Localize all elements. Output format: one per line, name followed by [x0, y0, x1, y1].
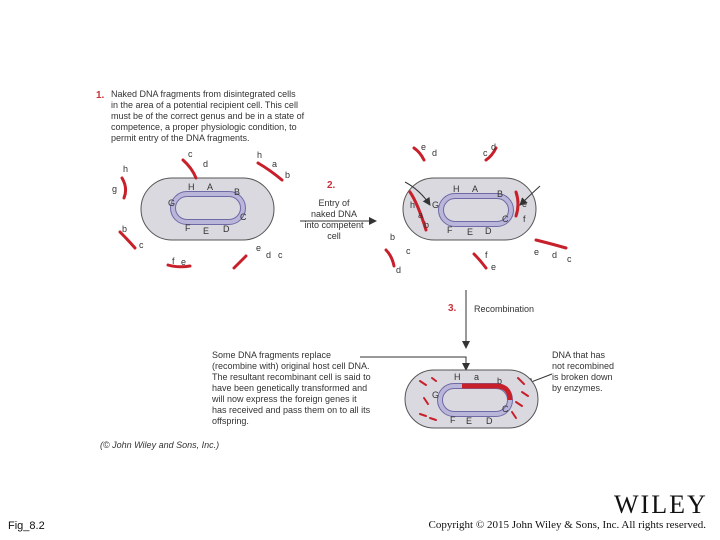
svg-text:e: e	[491, 262, 496, 272]
svg-text:h: h	[123, 164, 128, 174]
step-2-number: 2.	[327, 180, 336, 191]
replace-callout-line	[360, 356, 470, 371]
recipient-cell-1: H A B G C F E D	[140, 177, 275, 241]
image-credit: (© John Wiley and Sons, Inc.)	[100, 440, 220, 450]
svg-text:e: e	[421, 142, 426, 152]
svg-text:a: a	[418, 210, 423, 220]
svg-text:b: b	[424, 220, 429, 230]
svg-text:d: d	[203, 159, 208, 169]
svg-text:f: f	[172, 256, 175, 266]
svg-text:d: d	[396, 265, 401, 275]
svg-text:D: D	[486, 416, 493, 426]
enzyme-note: DNA that has not recombined is broken do…	[552, 350, 615, 393]
svg-text:d: d	[491, 142, 496, 152]
svg-text:H: H	[454, 372, 461, 382]
svg-text:G: G	[432, 390, 439, 400]
step-3-number: 3.	[448, 303, 457, 314]
svg-text:F: F	[447, 225, 453, 235]
svg-text:b: b	[497, 376, 502, 386]
svg-text:d: d	[432, 148, 437, 158]
svg-text:F: F	[450, 415, 456, 425]
recombination-note: Some DNA fragments replace (recombine wi…	[212, 350, 371, 426]
svg-text:C: C	[502, 214, 509, 224]
svg-text:E: E	[203, 226, 209, 236]
svg-text:A: A	[207, 182, 213, 192]
svg-text:f: f	[523, 214, 526, 224]
svg-text:C: C	[240, 212, 247, 222]
wiley-logo: WILEY	[614, 490, 708, 519]
recipient-cell-2: H A B G C F E D	[402, 177, 537, 241]
svg-text:b: b	[390, 232, 395, 242]
svg-text:g: g	[112, 184, 117, 194]
svg-text:c: c	[567, 254, 572, 264]
svg-text:e: e	[181, 257, 186, 267]
svg-text:c: c	[139, 240, 144, 250]
svg-text:c: c	[188, 149, 193, 159]
svg-text:A: A	[472, 184, 478, 194]
svg-text:b: b	[122, 224, 127, 234]
svg-text:e: e	[534, 247, 539, 257]
svg-text:f: f	[485, 250, 488, 260]
svg-text:c: c	[406, 246, 411, 256]
step-2-text: Entry of naked DNA into competent cell	[304, 198, 364, 241]
svg-text:b: b	[285, 170, 290, 180]
svg-text:C: C	[502, 404, 509, 414]
fragment-labels-1: c d h a b h g b c f e e d c	[112, 149, 290, 267]
svg-text:D: D	[223, 224, 230, 234]
step-1-number: 1.	[96, 90, 105, 101]
svg-text:E: E	[467, 227, 473, 237]
svg-text:e: e	[256, 243, 261, 253]
entry-arrow-left	[404, 181, 431, 206]
svg-text:d: d	[552, 250, 557, 260]
recombinant-cell: H a b G C F E D	[404, 369, 539, 429]
step-3-text: Recombination	[474, 304, 535, 314]
svg-text:B: B	[234, 187, 240, 197]
svg-text:H: H	[188, 182, 195, 192]
figure-label: Fig_8.2	[8, 520, 45, 532]
svg-text:d: d	[266, 250, 271, 260]
svg-text:c: c	[483, 148, 488, 158]
svg-text:G: G	[168, 198, 175, 208]
step-1-text: Naked DNA fragments from disintegrated c…	[111, 89, 305, 143]
svg-text:E: E	[466, 416, 472, 426]
entry-arrow-right	[519, 185, 541, 206]
dna-fragments-1	[118, 158, 284, 270]
degraded-dna-pieces	[419, 377, 529, 421]
svg-text:D: D	[485, 226, 492, 236]
svg-text:a: a	[272, 159, 277, 169]
svg-text:F: F	[185, 223, 191, 233]
svg-text:B: B	[497, 189, 503, 199]
svg-text:h: h	[257, 150, 262, 160]
copyright-notice: Copyright © 2015 John Wiley & Sons, Inc.…	[428, 519, 707, 531]
svg-text:H: H	[453, 184, 460, 194]
svg-text:G: G	[432, 200, 439, 210]
dna-fragments-2	[384, 146, 568, 270]
svg-text:a: a	[474, 372, 479, 382]
svg-text:h: h	[410, 200, 415, 210]
svg-text:c: c	[278, 250, 283, 260]
